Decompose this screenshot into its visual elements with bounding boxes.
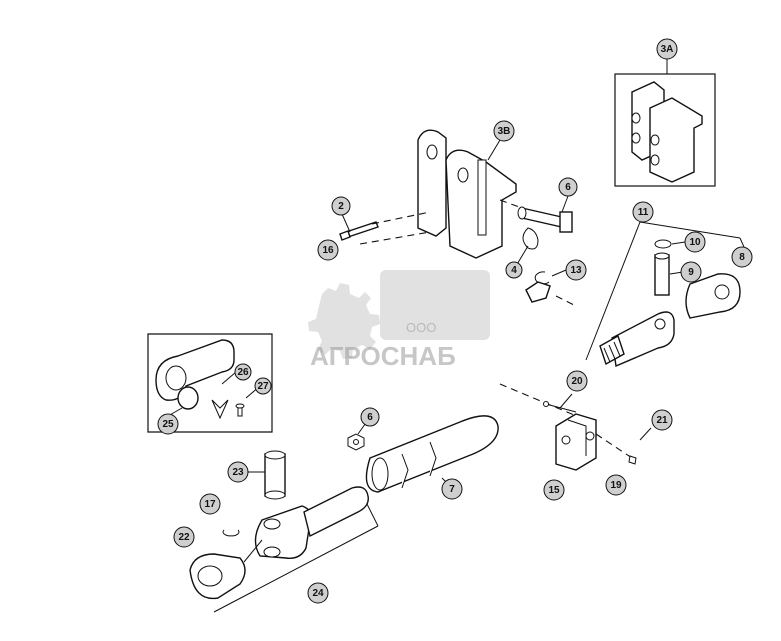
callout-circle (566, 370, 588, 392)
link-24-assembly (189, 450, 379, 613)
callout-13: 13 (565, 259, 587, 281)
bracket-15-assembly (543, 393, 652, 471)
callout-label: 7 (449, 484, 455, 495)
inset-3a (614, 58, 716, 187)
callout-circle (227, 461, 249, 483)
callout-label: 9 (688, 267, 694, 278)
callout-circle (565, 259, 587, 281)
callout-circle (317, 239, 339, 261)
callout-circle (680, 261, 702, 283)
callout-label: 11 (638, 207, 649, 218)
callout-15: 15 (543, 479, 565, 501)
callout-circle (558, 177, 578, 197)
callout-label: 4 (511, 265, 517, 276)
callout-27: 27 (254, 377, 272, 395)
callout-6b: 6 (360, 407, 380, 427)
callout-21: 21 (651, 409, 673, 431)
callout-circle (441, 478, 463, 500)
callout-circle (254, 377, 272, 395)
callout-10: 10 (684, 231, 706, 253)
callout-circle (684, 231, 706, 253)
callout-19: 19 (605, 474, 627, 496)
callout-24: 24 (307, 582, 329, 604)
callout-8: 8 (731, 246, 753, 268)
toplink-11-assembly (499, 221, 749, 421)
callout-label: 17 (204, 499, 216, 510)
callout-label: 23 (232, 467, 244, 478)
callout-3b: 3B (493, 120, 515, 142)
callout-16: 16 (317, 239, 339, 261)
callout-label: 13 (570, 265, 582, 276)
callout-label: 6 (565, 182, 571, 193)
callout-3a: 3A (656, 38, 678, 60)
callout-7: 7 (441, 478, 463, 500)
callout-label: 22 (178, 532, 190, 543)
callout-label: 6 (367, 412, 373, 423)
callout-label: 21 (656, 415, 668, 426)
callout-circle (543, 479, 565, 501)
watermark-prefix: ООО (406, 320, 436, 335)
callout-circle (651, 409, 673, 431)
callout-label: 2 (338, 201, 344, 212)
callout-label: 27 (257, 381, 269, 392)
callout-26: 26 (234, 363, 252, 381)
callout-circle (234, 363, 252, 381)
callout-circle (360, 407, 380, 427)
callout-circle (656, 38, 678, 60)
callout-label: 8 (739, 252, 745, 263)
callout-circle (199, 493, 221, 515)
callout-2: 2 (331, 196, 351, 216)
callouts: 3A 3B 2 16 6 4 13 11 10 8 9 26 27 25 6 20 21 15 19 7 23 17 22 2… (157, 38, 753, 604)
callout-circle (331, 196, 351, 216)
callout-circle (157, 413, 179, 435)
inset-25-27 (147, 333, 273, 433)
watermark: ООО АГРОСНАБ (308, 270, 490, 371)
watermark-gear-icon (308, 283, 380, 359)
tube-7-assembly (347, 415, 499, 493)
watermark-harvester-icon (380, 270, 490, 340)
callout-6a: 6 (558, 177, 578, 197)
callout-9: 9 (680, 261, 702, 283)
callout-label: 10 (689, 237, 701, 248)
callout-20: 20 (566, 370, 588, 392)
callout-label: 16 (322, 245, 334, 256)
callout-label: 26 (237, 367, 249, 378)
callout-label: 19 (610, 480, 622, 491)
callout-circle (505, 261, 523, 279)
callout-circle (632, 201, 654, 223)
callout-label: 24 (312, 588, 324, 599)
callout-22: 22 (173, 526, 195, 548)
callout-17: 17 (199, 493, 221, 515)
callout-23: 23 (227, 461, 249, 483)
callout-label: 3B (498, 126, 511, 137)
callout-label: 20 (571, 376, 583, 387)
callout-label: 25 (162, 419, 174, 430)
callout-11: 11 (632, 201, 654, 223)
callout-circle (173, 526, 195, 548)
bracket-3b-assembly (339, 129, 577, 307)
callout-25: 25 (157, 413, 179, 435)
inset-3a-frame (614, 73, 716, 187)
callout-circle (307, 582, 329, 604)
watermark-brand: АГРОСНАБ (310, 341, 456, 371)
callout-circle (493, 120, 515, 142)
callout-circle (605, 474, 627, 496)
callout-label: 3A (661, 44, 674, 55)
callout-circle (731, 246, 753, 268)
callout-label: 15 (548, 485, 560, 496)
callout-4: 4 (505, 261, 523, 279)
